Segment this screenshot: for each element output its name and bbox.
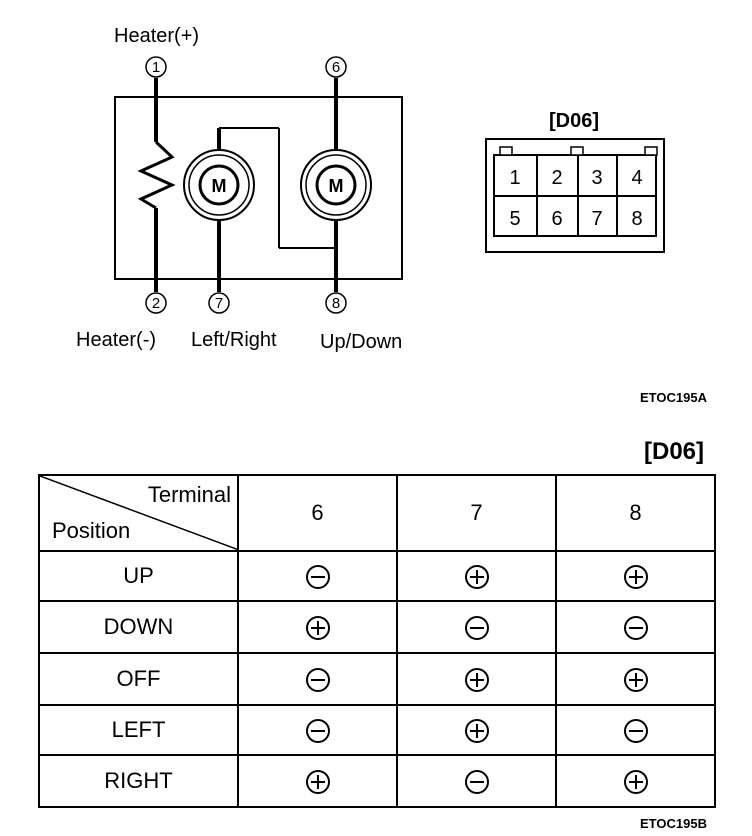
connector-pin: 8 xyxy=(631,208,642,230)
plus-circle-icon xyxy=(623,564,648,589)
position-cell: OFF xyxy=(38,652,239,706)
pin-8-number: 8 xyxy=(332,295,340,312)
minus-circle-icon xyxy=(623,718,648,743)
table-row: RIGHT xyxy=(38,754,716,808)
connector-outline xyxy=(485,138,665,253)
column-header: 6 xyxy=(237,474,398,552)
motor-left-right xyxy=(198,164,240,206)
heater-minus-label: Heater(-) xyxy=(76,329,157,351)
polarity-cell xyxy=(555,600,716,654)
table-row: OFF xyxy=(38,652,716,706)
plus-circle-icon xyxy=(623,769,648,794)
pin-7-number: 7 xyxy=(215,295,223,312)
position-cell: RIGHT xyxy=(38,754,239,808)
minus-circle-icon xyxy=(305,667,330,692)
connector-pin: 7 xyxy=(591,208,602,230)
connector-pin: 1 xyxy=(509,167,520,189)
polarity-cell xyxy=(237,704,398,756)
polarity-cell xyxy=(555,550,716,602)
heater-plus-label: Heater(+) xyxy=(114,25,200,47)
column-header: 8 xyxy=(555,474,716,552)
table-row: DOWN xyxy=(38,600,716,654)
connector-pin: 2 xyxy=(551,167,562,189)
position-cell: LEFT xyxy=(38,704,239,756)
minus-circle-icon xyxy=(305,718,330,743)
polarity-cell xyxy=(237,754,398,808)
motor-up-down-label: M xyxy=(329,176,344,196)
pin-2-circle xyxy=(145,292,167,314)
connector-pin: 5 xyxy=(509,208,520,230)
polarity-cell xyxy=(396,754,557,808)
table-row: UP xyxy=(38,550,716,602)
minus-circle-icon xyxy=(305,564,330,589)
corner-header: Terminal Position xyxy=(38,474,239,552)
schematic-code: ETOC195A xyxy=(640,390,707,405)
pin-2-number: 2 xyxy=(152,295,160,312)
plus-circle-icon xyxy=(464,564,489,589)
plus-circle-icon xyxy=(623,667,648,692)
table-title: [D06] xyxy=(644,438,705,465)
pin-6-circle xyxy=(325,56,347,78)
table-code: ETOC195B xyxy=(640,816,707,831)
connector-pin: 4 xyxy=(631,167,642,189)
pin-8-circle xyxy=(325,292,347,314)
polarity-cell xyxy=(555,652,716,706)
polarity-cell xyxy=(237,600,398,654)
connector-title: [D06] xyxy=(549,110,600,132)
connector-pin: 6 xyxy=(551,208,562,230)
plus-circle-icon xyxy=(464,667,489,692)
column-header: 7 xyxy=(396,474,557,552)
minus-circle-icon xyxy=(464,769,489,794)
connector-pin: 3 xyxy=(591,167,602,189)
terminal-header: Terminal xyxy=(147,482,231,507)
up-down-label: Up/Down xyxy=(320,331,403,353)
polarity-cell xyxy=(396,704,557,756)
polarity-cell xyxy=(396,652,557,706)
polarity-cell xyxy=(555,754,716,808)
left-right-label: Left/Right xyxy=(191,329,277,351)
heater-resistor xyxy=(137,140,176,210)
position-header: Position xyxy=(52,518,131,543)
plus-circle-icon xyxy=(464,718,489,743)
motor-up-down xyxy=(315,164,357,206)
polarity-cell xyxy=(396,550,557,602)
pin-1-number: 1 xyxy=(152,59,160,76)
polarity-cell xyxy=(237,550,398,602)
plus-circle-icon xyxy=(305,769,330,794)
motor-left-right-label: M xyxy=(212,176,227,196)
pin-7-circle xyxy=(208,292,230,314)
position-cell: UP xyxy=(38,550,239,602)
minus-circle-icon xyxy=(464,615,489,640)
polarity-cell xyxy=(555,704,716,756)
pin-1-circle xyxy=(145,56,167,78)
mirror-schematic: 1 6 2 7 8 M M 1 2 3 4 5 6 7 8 xyxy=(114,56,665,314)
polarity-cell xyxy=(396,600,557,654)
table-row: LEFT xyxy=(38,704,716,756)
plus-circle-icon xyxy=(305,615,330,640)
pin-6-number: 6 xyxy=(332,59,340,76)
polarity-cell xyxy=(237,652,398,706)
position-cell: DOWN xyxy=(38,600,239,654)
minus-circle-icon xyxy=(623,615,648,640)
housing-outline xyxy=(114,96,403,280)
